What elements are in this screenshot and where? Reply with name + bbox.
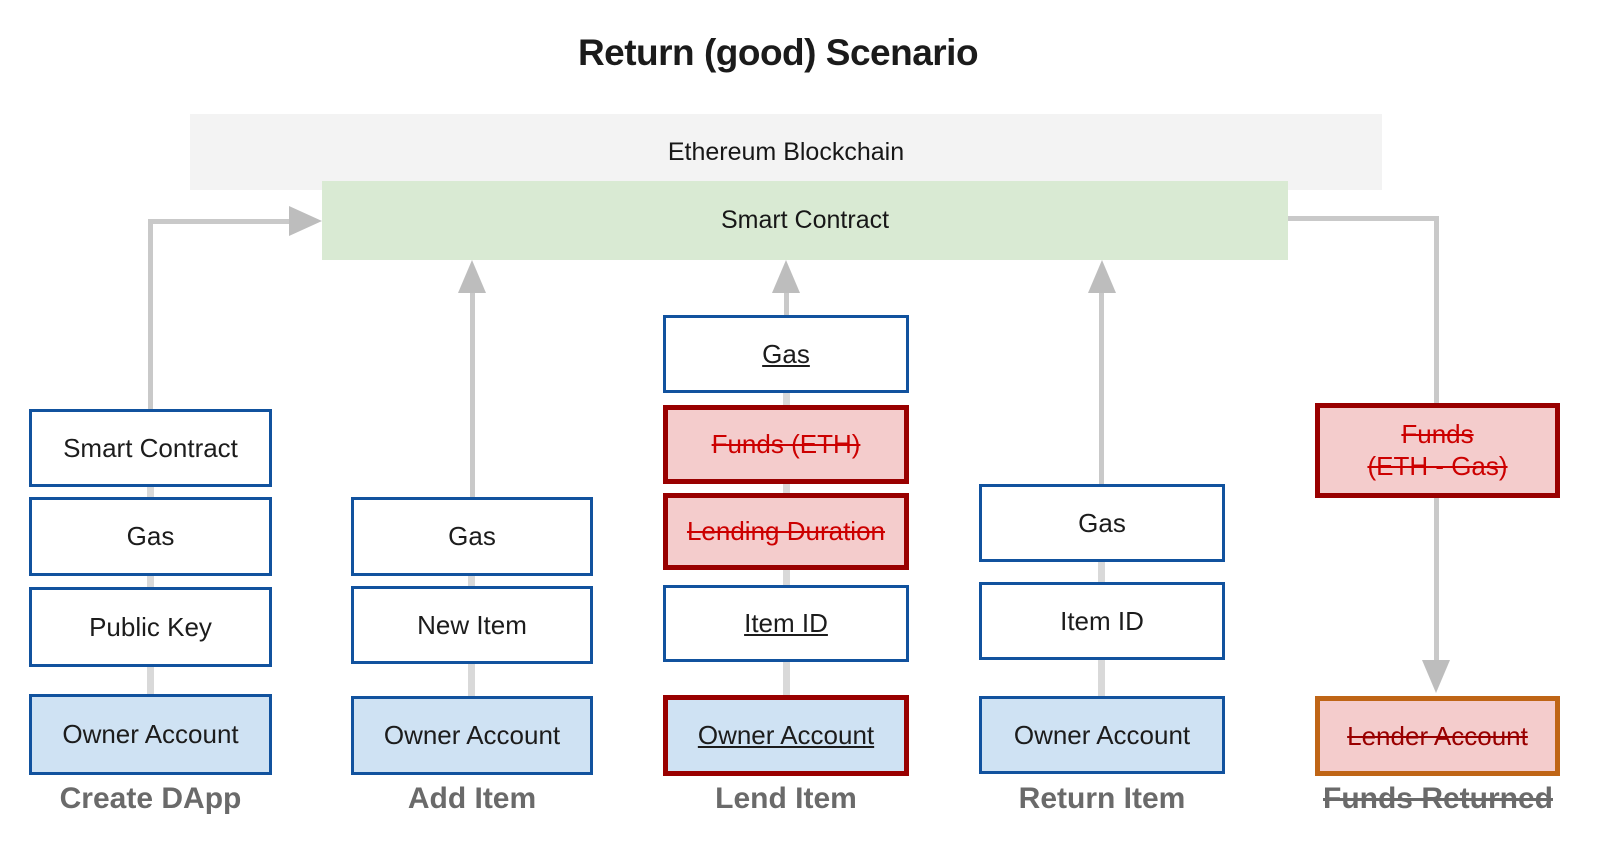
box-create-dapp-smart-contract: Smart Contract — [29, 409, 272, 487]
arrowhead-lend-item-up-icon — [772, 260, 800, 293]
arrow-line-create-dapp-vertical — [148, 219, 153, 409]
connector — [783, 658, 790, 698]
arrowhead-into-smart-contract-left-icon — [289, 206, 322, 236]
box-create-dapp-public-key: Public Key — [29, 587, 272, 667]
column-label-add-item: Add Item — [407, 782, 537, 815]
box-label: Gas — [1078, 507, 1126, 538]
box-lend-item-gas: Gas — [663, 315, 909, 393]
box-label: Funds (ETH - Gas) — [1367, 418, 1508, 481]
box-lend-item-lending-duration: Lending Duration — [663, 493, 909, 570]
box-label: Gas — [762, 338, 810, 369]
box-return-item-gas: Gas — [979, 484, 1225, 562]
box-add-item-gas: Gas — [351, 497, 593, 576]
ethereum-blockchain-bar: Ethereum Blockchain — [190, 114, 1382, 190]
box-label: Public Key — [89, 611, 212, 642]
arrow-line-funds-horizontal — [1288, 216, 1439, 221]
box-label: Gas — [126, 521, 175, 551]
arrow-line-create-dapp-horizontal — [148, 219, 290, 224]
connector — [1098, 656, 1105, 699]
column-label-return-item: Return Item — [1018, 782, 1186, 815]
column-label-lend-item: Lend Item — [715, 782, 857, 815]
box-return-item-owner-account: Owner Account — [979, 696, 1225, 774]
arrow-line-return-item — [1099, 292, 1104, 484]
arrow-line-lend-item — [784, 292, 789, 315]
box-label: Lending Duration — [686, 516, 886, 546]
connector — [783, 389, 790, 409]
box-create-dapp-gas: Gas — [29, 497, 272, 576]
box-label: Item ID — [1060, 605, 1144, 636]
box-add-item-new-item: New Item — [351, 586, 593, 664]
box-label: Smart Contract — [63, 432, 238, 463]
diagram-title: Return (good) Scenario — [577, 32, 979, 73]
connector — [147, 572, 154, 591]
connector — [468, 660, 475, 699]
box-funds-returned-funds-eth-gas: Funds (ETH - Gas) — [1315, 403, 1560, 498]
box-funds-returned-lender-account: Lender Account — [1315, 696, 1560, 776]
arrowhead-add-item-up-icon — [458, 260, 486, 293]
connector — [147, 483, 154, 501]
arrow-line-funds-vertical-lower — [1434, 498, 1439, 660]
connector — [783, 566, 790, 589]
box-label: Funds (ETH) — [711, 429, 861, 459]
arrowhead-return-item-up-icon — [1088, 260, 1116, 293]
connector — [783, 480, 790, 497]
arrow-line-add-item — [470, 292, 475, 497]
connector — [468, 572, 475, 590]
smart-contract-bar-label: Smart Contract — [720, 206, 890, 234]
box-lend-item-funds-eth: Funds (ETH) — [663, 405, 909, 484]
box-label: Item ID — [744, 608, 828, 638]
connector — [1098, 558, 1105, 586]
box-label: Lender Account — [1347, 720, 1528, 751]
arrowhead-lender-account-down-icon — [1422, 660, 1450, 693]
box-lend-item-item-id: Item ID — [663, 585, 909, 662]
box-lend-item-owner-account: Owner Account — [663, 695, 909, 776]
arrow-line-funds-vertical-upper — [1434, 216, 1439, 403]
box-add-item-owner-account: Owner Account — [351, 696, 593, 775]
box-label: Owner Account — [383, 720, 561, 750]
box-create-dapp-owner-account: Owner Account — [29, 694, 272, 775]
column-label-create-dapp: Create DApp — [59, 782, 242, 815]
column-label-funds-returned: Funds Returned — [1323, 782, 1553, 815]
box-return-item-item-id: Item ID — [979, 582, 1225, 660]
box-label: Owner Account — [1013, 719, 1191, 750]
ethereum-blockchain-label: Ethereum Blockchain — [667, 137, 905, 166]
box-label: Owner Account — [697, 720, 875, 750]
box-label: Owner Account — [62, 719, 239, 749]
box-label: Gas — [448, 521, 496, 551]
box-label: New Item — [417, 609, 527, 640]
smart-contract-bar: Smart Contract — [322, 181, 1288, 260]
connector — [147, 663, 154, 697]
